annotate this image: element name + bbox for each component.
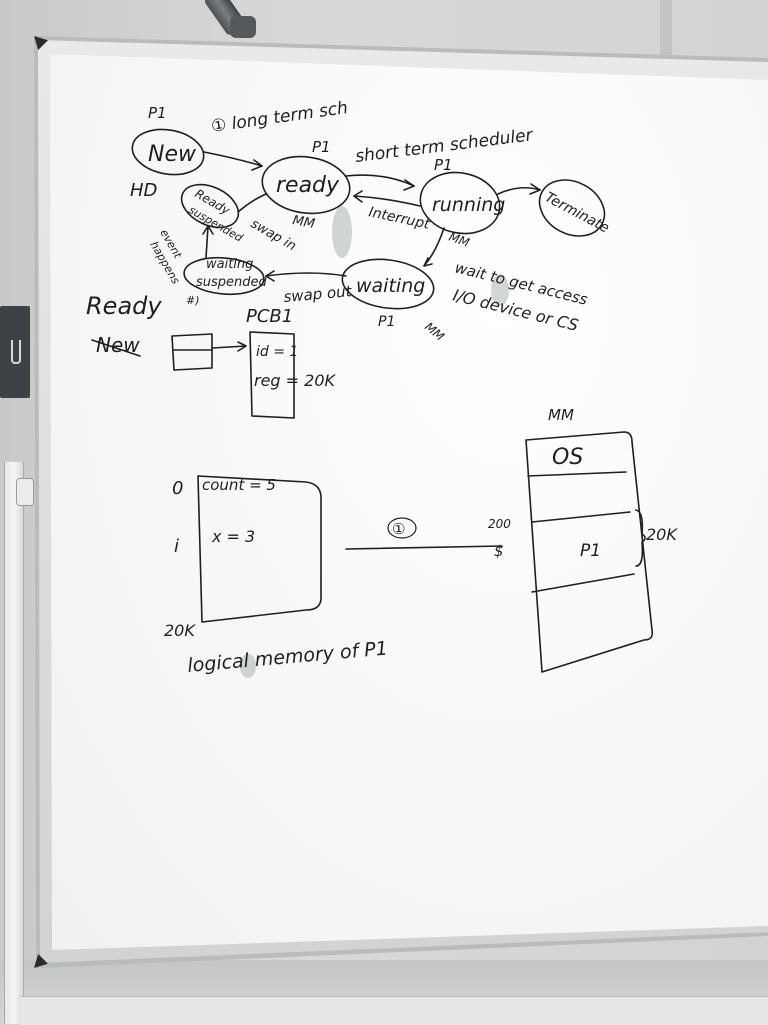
arrow-waiting-susp-to-ready-susp	[205, 225, 209, 259]
mm-divider-p1-bottom	[531, 573, 635, 593]
swap-out-label: swap out	[283, 282, 354, 306]
state-new-label: New	[148, 142, 197, 167]
queue-note: Ready New PCB1 id = 1 reg = 20K	[86, 292, 337, 419]
mm-divider-os	[527, 471, 627, 477]
long-term-label: ① long term sch	[210, 98, 349, 137]
size-brace	[635, 509, 646, 567]
state-waiting-suspended: waiting suspended	[183, 256, 268, 296]
state-ready-mm: MM	[291, 213, 316, 232]
state-ready-mark: P1	[312, 138, 331, 156]
arrow-interrupt	[353, 195, 421, 207]
hook-pin	[11, 340, 21, 364]
state-ready: ready P1 MM	[261, 138, 351, 232]
state-running-mark: P1	[434, 156, 453, 174]
step-label: ①	[392, 520, 405, 538]
state-running-label: running	[432, 194, 505, 216]
pcb-id: id = 1	[256, 344, 298, 360]
arrowhead	[265, 270, 275, 282]
physical-base-mark: $	[494, 542, 504, 560]
main-memory-os: OS	[552, 445, 583, 470]
var-count: count = 5	[202, 476, 276, 494]
var-x: x = 3	[211, 527, 255, 546]
logical-addr-i: i	[174, 536, 179, 557]
state-terminate-label: Terminate	[542, 189, 612, 236]
state-new: New P1 HD	[130, 104, 205, 201]
arrow-running-terminate	[497, 186, 541, 195]
arrow-new-ready	[203, 151, 263, 167]
main-memory: MM OS P1 20K	[525, 406, 678, 673]
arrow-swap-in	[237, 193, 267, 213]
logical-addr-end: 20K	[164, 621, 196, 640]
arrowhead	[423, 257, 433, 267]
main-memory-box	[525, 431, 654, 673]
physical-base-address: 200	[488, 517, 511, 531]
strike-through	[91, 339, 141, 357]
logical-memory-box	[197, 475, 322, 623]
logical-addr-0: 0	[172, 478, 183, 499]
logical-memory: 0 i 20K count = 5 x = 3 logical memory o…	[164, 475, 511, 677]
wall-hook	[0, 306, 30, 398]
arrowhead	[251, 159, 263, 171]
arrow-queue-pcb	[211, 345, 247, 349]
whiteboard-stand-knob	[16, 478, 34, 506]
arrow-swap-out	[265, 272, 347, 277]
event-happens-line-3: #)	[186, 294, 200, 307]
waiting-suspended-line-1: waiting	[206, 257, 253, 272]
state-new-mark: P1	[148, 104, 167, 122]
state-terminate: Terminate	[538, 179, 612, 237]
arrow-ready-running	[345, 174, 415, 187]
whiteboard-stand-post	[4, 462, 24, 1024]
whiteboard-tray	[20, 996, 768, 1025]
ceiling-rod-cap	[230, 16, 256, 38]
erase-smudge	[332, 206, 352, 258]
pcb-reg: reg = 20K	[254, 371, 337, 390]
main-memory-p1: P1	[580, 541, 601, 561]
arrow-logical-to-physical	[345, 545, 503, 550]
arrowhead	[353, 190, 363, 203]
queue-ready-label: Ready	[86, 292, 162, 320]
state-diagram: New P1 HD ① long term sch ready P1 MM sh…	[130, 98, 612, 344]
wall-pillar	[660, 0, 672, 70]
pcb-title: PCB1	[246, 306, 293, 327]
state-ready-suspended: Ready suspended	[180, 183, 246, 245]
state-running-mm: MM	[447, 230, 472, 250]
arrowhead	[202, 225, 214, 235]
arrowhead	[529, 183, 541, 195]
step-circle	[387, 517, 417, 539]
main-memory-title: MM	[548, 406, 574, 424]
erase-smudge	[240, 654, 256, 678]
mm-divider-p1-top	[531, 511, 631, 523]
state-running: running P1 MM	[419, 156, 505, 250]
hd-label: HD	[130, 180, 157, 201]
state-waiting-label: waiting	[356, 275, 425, 297]
state-ready-label: ready	[276, 173, 340, 198]
queue-box	[171, 333, 213, 371]
state-waiting: waiting P1 MM	[341, 258, 447, 344]
waiting-suspended-line-2: suspended	[196, 275, 268, 290]
state-waiting-mm: MM	[422, 320, 447, 344]
pcb-box	[249, 331, 295, 419]
logical-memory-caption: logical memory of P1	[187, 638, 389, 677]
arrowhead	[403, 179, 415, 191]
arrowhead	[237, 341, 247, 352]
state-waiting-p: P1	[378, 314, 395, 330]
main-memory-size: 20K	[646, 525, 678, 544]
erase-smudge	[491, 274, 509, 306]
swap-in-label: swap in	[248, 216, 298, 254]
